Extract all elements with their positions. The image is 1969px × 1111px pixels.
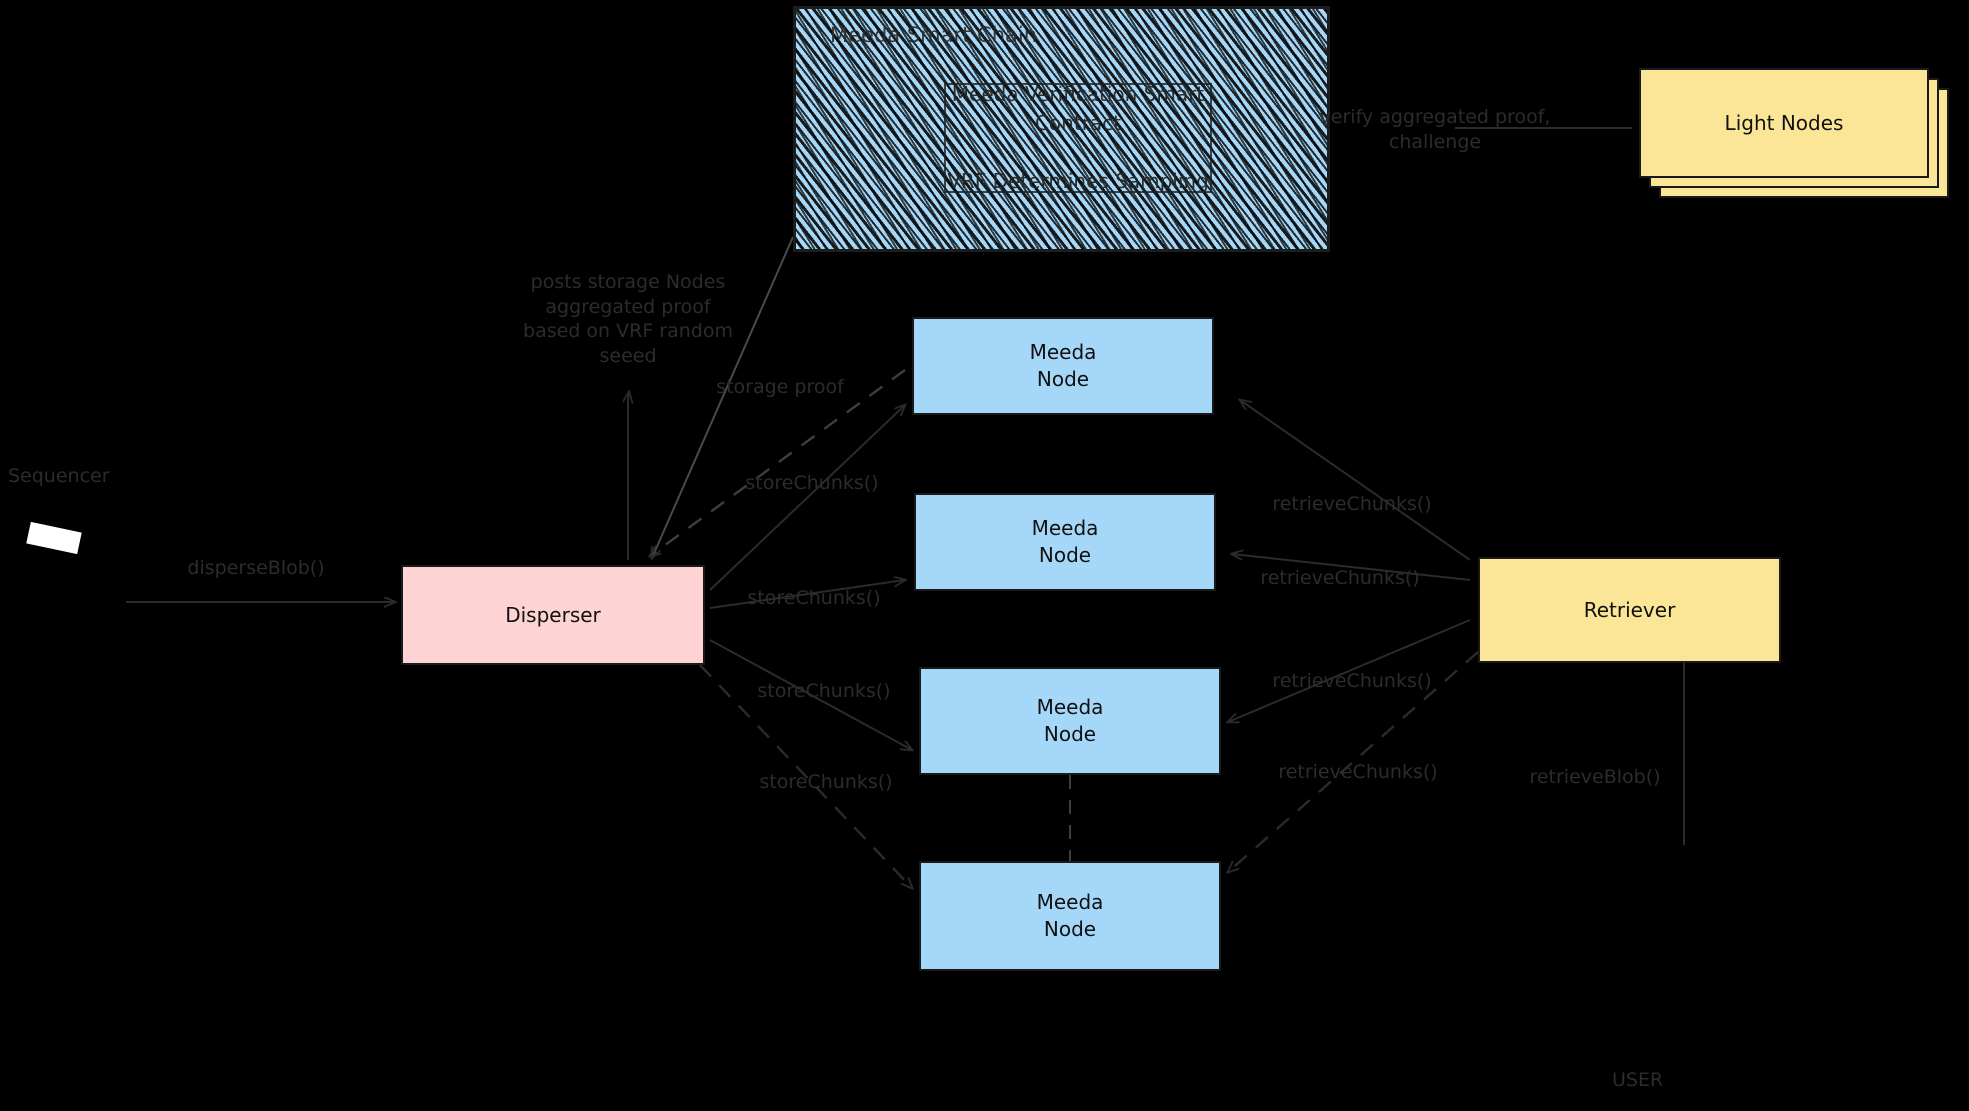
- edge-label-retrieve-chunks-4: retrieveChunks(): [1278, 761, 1438, 783]
- edge-label-retrieve-blob: retrieveBlob(): [1529, 766, 1661, 788]
- meeda-node-4[interactable]: Meeda Node: [919, 861, 1221, 971]
- meeda-node-2[interactable]: Meeda Node: [914, 493, 1216, 591]
- disperser-node[interactable]: Disperser: [401, 565, 705, 665]
- retriever-node[interactable]: Retriever: [1478, 557, 1781, 663]
- meeda-node-3-label: Meeda Node: [1036, 695, 1104, 746]
- edge-storage-proof: [650, 369, 906, 556]
- user-label: USER: [1612, 1069, 1664, 1091]
- light-nodes-stack[interactable]: Light Nodes: [1639, 68, 1949, 198]
- edge-store-chunks-1: [709, 405, 905, 591]
- edge-chain-to-disperser: [652, 236, 794, 558]
- retriever-label: Retriever: [1583, 597, 1676, 622]
- edge-label-retrieve-chunks-2: retrieveChunks(): [1260, 567, 1420, 589]
- edge-label-verify-challenge: verify aggregated proof, challenge: [1319, 106, 1551, 153]
- edge-store-chunks-4: [699, 664, 912, 888]
- meeda-verification-contract-box[interactable]: Meeda Verification Smart Contract VRF De…: [944, 82, 1212, 193]
- edge-label-retrieve-chunks-1: retrieveChunks(): [1272, 493, 1432, 515]
- meeda-node-4-label: Meeda Node: [1036, 890, 1104, 941]
- edge-label-storage-proof: storage proof: [716, 376, 844, 398]
- edge-label-post-proof: posts storage Nodes aggregated proof bas…: [523, 271, 733, 368]
- edge-label-store-chunks-3: storeChunks(): [757, 680, 891, 702]
- edge-store-chunks-3: [709, 639, 912, 750]
- edge-label-retrieve-chunks-3: retrieveChunks(): [1272, 670, 1432, 692]
- meeda-node-3[interactable]: Meeda Node: [919, 667, 1221, 775]
- edge-retrieve-chunks-2: [1232, 554, 1471, 581]
- disperser-label: Disperser: [505, 602, 601, 627]
- edge-label-disperse-blob: disperseBlob(): [187, 557, 325, 579]
- meeda-node-1-label: Meeda Node: [1029, 340, 1097, 391]
- light-nodes-label: Light Nodes: [1724, 111, 1844, 135]
- edge-store-chunks-2: [709, 580, 905, 609]
- meeda-smart-chain-region[interactable]: Meeda Smart Chain Meeda Verification Sma…: [793, 6, 1330, 252]
- hatch-pattern-secondary: [796, 9, 1327, 249]
- light-nodes-card-front[interactable]: Light Nodes: [1639, 68, 1929, 178]
- sequencer-label: Sequencer: [8, 465, 110, 487]
- chain-region-label: Meeda Smart Chain: [830, 23, 1038, 47]
- edge-retrieve-chunks-1: [1240, 400, 1471, 561]
- edge-label-store-chunks-1: storeChunks(): [745, 472, 879, 494]
- edge-label-store-chunks-2: storeChunks(): [747, 587, 881, 609]
- edge-retrieve-chunks-3: [1228, 619, 1471, 722]
- meeda-node-2-label: Meeda Node: [1031, 516, 1099, 567]
- edge-label-store-chunks-4: storeChunks(): [759, 771, 893, 793]
- meeda-node-1[interactable]: Meeda Node: [912, 317, 1214, 415]
- edge-post-proof: [628, 392, 629, 560]
